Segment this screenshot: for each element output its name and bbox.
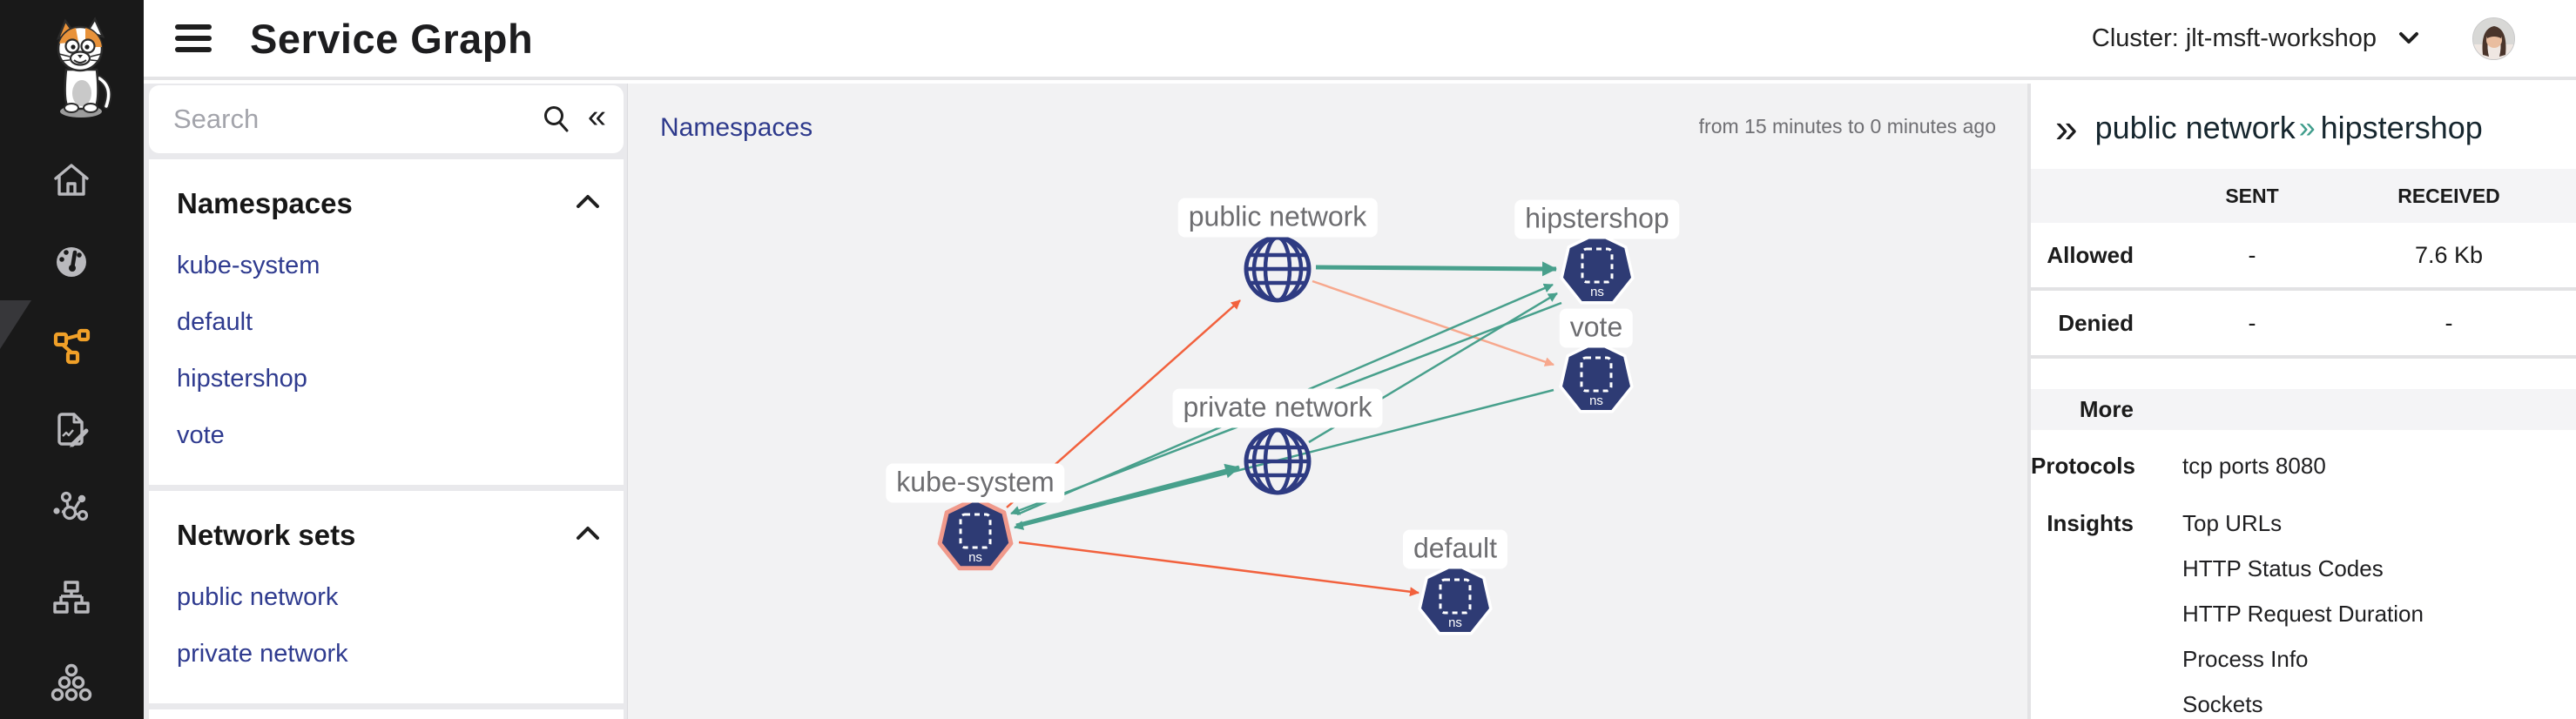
traffic-table-header: SENT RECEIVED <box>2031 169 2576 223</box>
more-expander[interactable]: More <box>2031 389 2576 430</box>
node-kube-system[interactable]: ns <box>937 496 1014 571</box>
table-row-denied: Denied - - <box>2031 291 2576 359</box>
cluster-icon[interactable] <box>51 662 92 703</box>
node-private-network[interactable] <box>1244 427 1312 495</box>
edge-kube-system-to-default[interactable] <box>1018 541 1419 597</box>
endpoints-icon[interactable] <box>51 488 92 530</box>
detail-value: Top URLs <box>2182 510 2283 536</box>
section-title: Namespaces <box>177 187 353 219</box>
more-label: More <box>2079 396 2134 422</box>
chevron-up-icon[interactable] <box>573 524 603 548</box>
avatar[interactable] <box>2472 17 2515 60</box>
calico-cat-logo <box>47 16 115 120</box>
node-label: vote <box>1559 308 1634 348</box>
chevron-down-icon <box>2399 32 2418 44</box>
node-label: hipstershop <box>1514 199 1680 239</box>
active-nav-notch <box>0 300 31 349</box>
hamburger-menu-icon[interactable] <box>175 24 212 52</box>
node-label: default <box>1402 529 1508 569</box>
search-input[interactable] <box>149 104 541 135</box>
detail-value: HTTP Request Duration <box>2182 601 2424 627</box>
node-label: private network <box>1172 388 1383 428</box>
detail-value: HTTP Status Codes <box>2182 555 2384 581</box>
column-sent: SENT <box>2225 184 2279 207</box>
edge-vote-to-kube-system[interactable] <box>1014 388 1554 530</box>
list-item[interactable]: vote <box>177 421 225 449</box>
details-panel: » public network » hipstershop SENT RECE… <box>2027 84 2576 719</box>
section-network-sets: Network sets public network private networ… <box>149 491 624 703</box>
received-value: - <box>2445 309 2453 336</box>
node-label: kube-system <box>886 463 1065 503</box>
section-title: Network sets <box>177 519 356 551</box>
breadcrumb: » public network » hipstershop <box>2031 84 2576 169</box>
detail-label: Insights <box>2047 510 2134 536</box>
collapse-panel-icon[interactable]: « <box>587 98 606 135</box>
sitemap-icon[interactable] <box>51 577 92 619</box>
list-item[interactable]: kube-system <box>177 252 320 279</box>
detail-value: tcp ports 8080 <box>2182 453 2326 479</box>
section-header[interactable]: Namespaces <box>149 175 624 232</box>
edge-kube-system-to-private-network[interactable] <box>1015 463 1240 528</box>
cluster-label: Cluster: jlt-msft-workshop <box>2091 24 2377 52</box>
section-header[interactable]: Network sets <box>149 507 624 564</box>
list-item[interactable]: default <box>177 308 253 336</box>
list-item[interactable]: private network <box>177 640 348 668</box>
home-icon[interactable] <box>51 159 92 201</box>
node-default[interactable]: ns <box>1418 562 1493 635</box>
node-hipstershop[interactable]: ns <box>1560 232 1635 305</box>
dashboard-icon[interactable] <box>51 241 92 283</box>
detail-label: Protocols <box>2031 453 2135 479</box>
page-title: Service Graph <box>250 15 534 62</box>
column-received: RECEIVED <box>2397 184 2500 207</box>
node-public-network[interactable] <box>1244 235 1312 303</box>
table-row-allowed: Allowed - 7.6 Kb <box>2031 223 2576 291</box>
double-chevron-icon[interactable]: » <box>2055 104 2077 151</box>
time-range-label: from 15 minutes to 0 minutes ago <box>1698 115 1996 138</box>
sent-value: - <box>2248 241 2256 268</box>
edge-public-network-to-hipstershop[interactable] <box>1315 261 1557 277</box>
svg-text:ns: ns <box>968 550 982 565</box>
node-vote[interactable]: ns <box>1559 340 1634 413</box>
detail-value: Process Info <box>2182 646 2309 672</box>
graph-canvas[interactable]: Namespaces from 15 minutes to 0 minutes … <box>627 84 2027 719</box>
list-item[interactable]: public network <box>177 583 339 611</box>
cluster-selector[interactable]: Cluster: jlt-msft-workshop <box>2092 24 2422 53</box>
detail-value: Sockets <box>2182 691 2263 717</box>
canvas-view-title: Namespaces <box>660 113 813 142</box>
filter-panel: « Namespaces kube-system default hipstersho… <box>144 84 627 719</box>
row-label: Allowed <box>2047 241 2134 268</box>
sent-value: - <box>2248 309 2256 336</box>
svg-text:ns: ns <box>1448 615 1462 630</box>
detail-protocols: Protocols tcp ports 8080 <box>2031 453 2576 498</box>
service-graph-icon[interactable] <box>51 325 92 366</box>
policies-icon[interactable] <box>51 409 92 451</box>
section-namespaces: Namespaces kube-system default hipstershop v… <box>149 159 624 485</box>
edge-public-network-to-vote[interactable] <box>1312 279 1554 366</box>
row-label: Denied <box>2058 309 2134 336</box>
search-icon[interactable] <box>541 104 572 135</box>
node-label: public network <box>1177 198 1378 238</box>
svg-text:ns: ns <box>1589 393 1603 408</box>
chevron-up-icon[interactable] <box>573 192 603 216</box>
section-views: Views? <box>149 709 624 719</box>
breadcrumb-separator-icon: » <box>2298 111 2316 144</box>
received-value: 7.6 Kb <box>2414 241 2484 268</box>
search-card: « <box>149 85 624 153</box>
breadcrumb-target: hipstershop <box>2320 110 2483 145</box>
top-header: Service Graph Cluster: jlt-msft-workshop <box>144 0 2576 80</box>
svg-text:ns: ns <box>1590 285 1604 299</box>
icon-rail <box>0 0 144 719</box>
list-item[interactable]: hipstershop <box>177 365 307 393</box>
breadcrumb-source: public network <box>2094 110 2296 145</box>
